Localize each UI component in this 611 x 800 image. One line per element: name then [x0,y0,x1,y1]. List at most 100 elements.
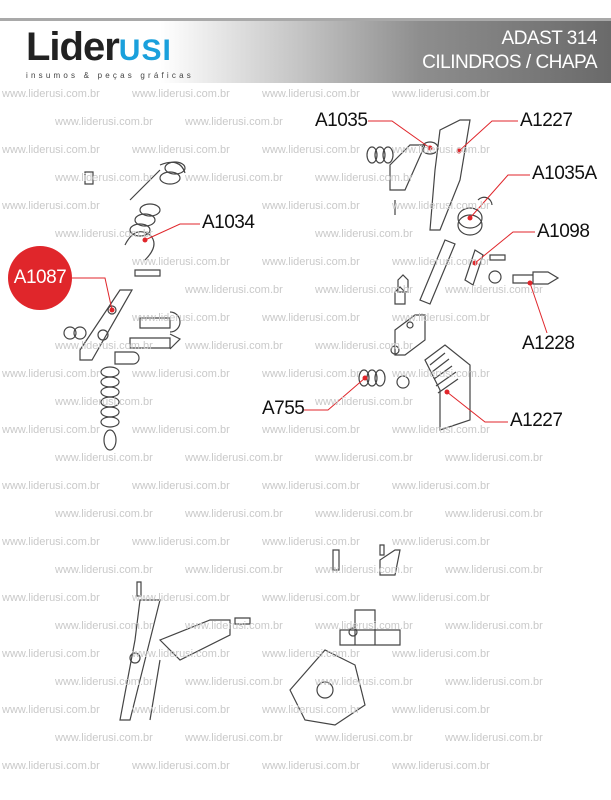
logo-main-text: Lider [26,25,120,69]
watermark-text: www.liderusi.com.br [445,564,543,576]
watermark-text: www.liderusi.com.br [392,312,490,324]
label-a1227-top: A1227 [520,110,573,132]
watermark-text: www.liderusi.com.br [262,88,360,100]
leader-lines [72,120,548,423]
watermark-text: www.liderusi.com.br [262,480,360,492]
watermark-text: www.liderusi.com.br [392,704,490,716]
label-a1035a: A1035A [532,163,597,185]
watermark-text: www.liderusi.com.br [2,760,100,772]
watermark-text: www.liderusi.com.br [132,480,230,492]
part-a1087-plate [79,289,134,361]
watermark-text: www.liderusi.com.br [185,620,283,632]
label-a1034: A1034 [202,212,255,234]
watermark-text: www.liderusi.com.br [315,228,413,240]
watermark-text: www.liderusi.com.br [2,424,100,436]
watermark-text: www.liderusi.com.br [2,144,100,156]
part-shaft [419,239,456,305]
watermark-text: www.liderusi.com.br [445,452,543,464]
watermark-text: www.liderusi.com.br [55,116,153,128]
watermark-text: www.liderusi.com.br [445,732,543,744]
watermark-text: www.liderusi.com.br [392,144,490,156]
part-a1035a-spring [457,196,493,236]
watermark-text: www.liderusi.com.br [55,452,153,464]
watermark-text: www.liderusi.com.br [315,452,413,464]
label-a1087: A1087 [13,267,67,288]
watermark-text: www.liderusi.com.br [55,620,153,632]
watermark-text: www.liderusi.com.br [262,312,360,324]
watermark-text: www.liderusi.com.br [2,200,100,212]
watermark-text: www.liderusi.com.br [445,676,543,688]
part-screws-left [63,171,182,365]
part-a1227-lower [424,344,471,431]
watermark-text: www.liderusi.com.br [392,760,490,772]
watermark-text: www.liderusi.com.br [132,648,230,660]
label-a1087-highlight: A1087 [8,246,72,310]
watermark-text: www.liderusi.com.br [55,340,153,352]
part-screws-mid [390,274,426,356]
watermark-text: www.liderusi.com.br [262,368,360,380]
watermark-text: www.liderusi.com.br [2,592,100,604]
watermark-text: www.liderusi.com.br [392,480,490,492]
liderusi-logo: LiderUSI insumos & peças gráficas [26,27,194,80]
watermark-text: www.liderusi.com.br [132,704,230,716]
watermark-text: www.liderusi.com.br [132,536,230,548]
leader-a1035 [368,120,431,149]
watermark-text: www.liderusi.com.br [132,592,230,604]
watermark-text: www.liderusi.com.br [185,284,283,296]
watermark-text: www.liderusi.com.br [132,144,230,156]
watermark-text: www.liderusi.com.br [132,256,230,268]
leader-a1227-top [458,120,518,152]
title-model: ADAST 314 [501,28,598,49]
label-a1035: A1035 [315,110,368,132]
label-a1228: A1228 [522,333,575,355]
leader-a755 [302,377,366,411]
watermark-text: www.liderusi.com.br [55,732,153,744]
watermark-text: www.liderusi.com.br [392,592,490,604]
watermark-text: www.liderusi.com.br [132,424,230,436]
label-a1227-bottom: A1227 [510,410,563,432]
watermark-text: www.liderusi.com.br [2,704,100,716]
callout-dots [109,145,533,395]
part-lower-knob [289,544,401,726]
watermark-text: www.liderusi.com.br [392,424,490,436]
watermark-text: www.liderusi.com.br [185,676,283,688]
label-a1098: A1098 [537,221,590,243]
watermark-text: www.liderusi.com.br [262,256,360,268]
watermark-text: www.liderusi.com.br [2,536,100,548]
watermark-text: www.liderusi.com.br [315,396,413,408]
leader-a1227-bottom [446,391,508,423]
watermark-text: www.liderusi.com.br [132,760,230,772]
parts-drawings [63,119,560,726]
leader-a1087 [72,277,113,311]
watermark-text: www.liderusi.com.br [262,144,360,156]
watermark-text: www.liderusi.com.br [185,116,283,128]
watermark-text: www.liderusi.com.br [392,368,490,380]
watermark-text: www.liderusi.com.br [185,732,283,744]
watermark-text: www.liderusi.com.br [2,368,100,380]
watermark-text: www.liderusi.com.br [392,648,490,660]
watermark-text: www.liderusi.com.br [262,536,360,548]
watermark-text: www.liderusi.com.br [262,704,360,716]
leader-a1098 [474,231,535,264]
watermark-text: www.liderusi.com.br [185,564,283,576]
part-a1098-pin [464,249,506,286]
logo-accent-text: USI [118,34,172,67]
watermark-text: www.liderusi.com.br [315,284,413,296]
watermark-text: www.liderusi.com.br [262,200,360,212]
part-spring-vertical [100,366,120,451]
watermark-text: www.liderusi.com.br [55,508,153,520]
header-bar: LiderUSI insumos & peças gráficas ADAST … [0,18,611,83]
watermark-text: www.liderusi.com.br [55,172,153,184]
watermark-text: www.liderusi.com.br [315,508,413,520]
watermark-text: www.liderusi.com.br [185,508,283,520]
part-a1034-spring [124,161,186,277]
watermark-text: www.liderusi.com.br [132,88,230,100]
page-title: ADAST 314 CILINDROS / CHAPA [422,27,597,75]
watermark-text: www.liderusi.com.br [262,760,360,772]
watermark-text: www.liderusi.com.br [132,368,230,380]
leader-a1035a [469,174,530,219]
leader-a1228 [529,282,548,334]
watermark-text: www.liderusi.com.br [2,88,100,100]
watermark-text: www.liderusi.com.br [445,508,543,520]
watermark-text: www.liderusi.com.br [2,480,100,492]
